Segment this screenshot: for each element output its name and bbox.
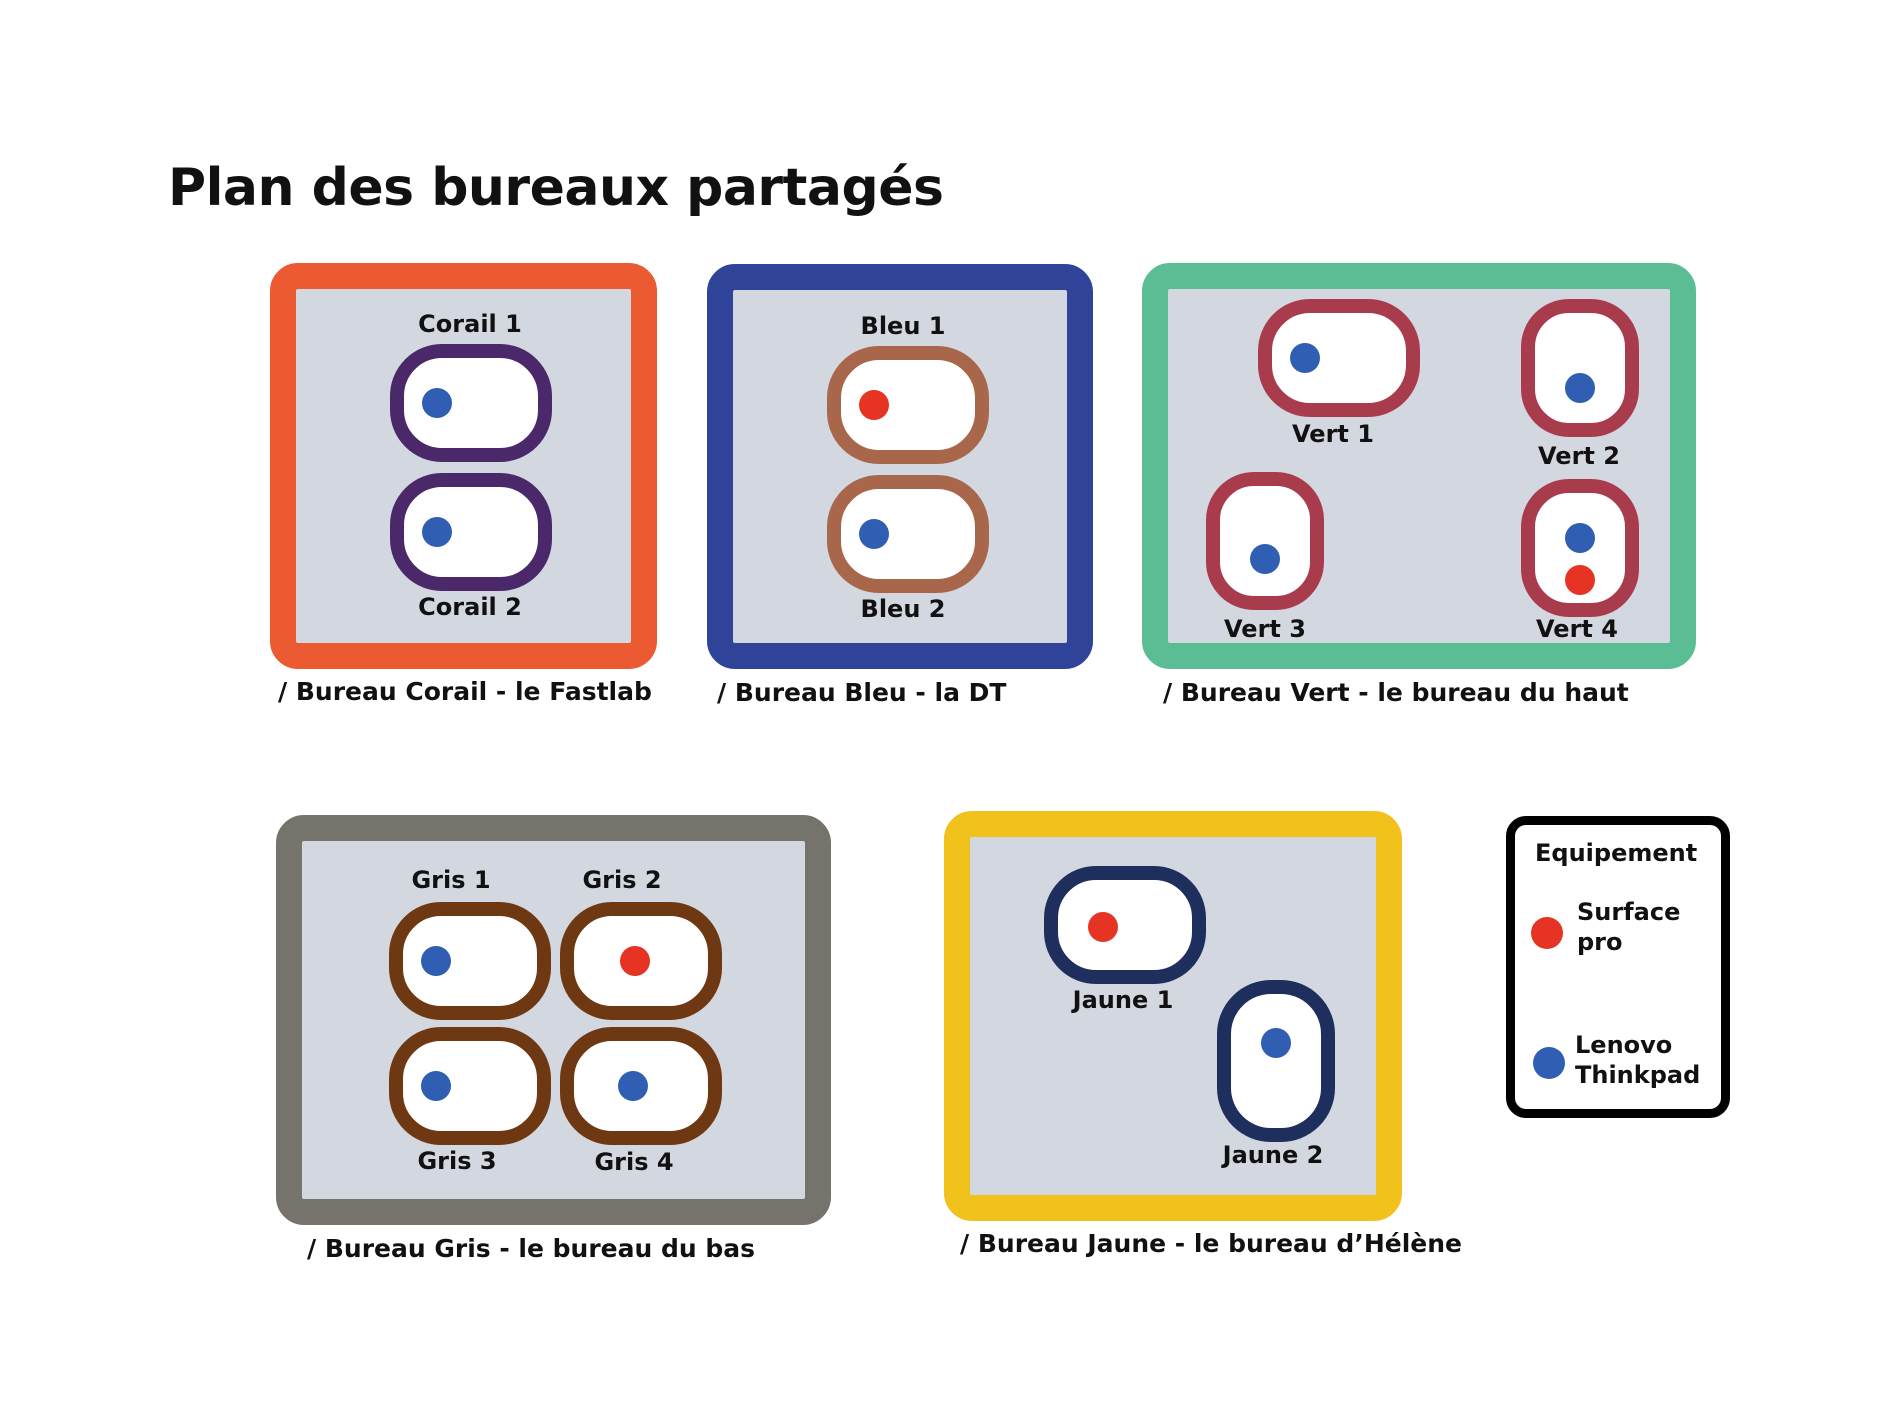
room-caption-jaune: / Bureau Jaune - le bureau d’Hélène [960, 1229, 1462, 1258]
desk-gris-4[interactable] [560, 1027, 722, 1145]
lenovo-thinkpad-dot [1565, 373, 1595, 403]
desk-label-gris-2: Gris 2 [582, 866, 662, 894]
legend-label-surface-pro: Surface pro [1577, 898, 1681, 956]
lenovo-thinkpad-dot [1250, 544, 1280, 574]
lenovo-thinkpad-dot [422, 388, 452, 418]
lenovo-thinkpad-dot [1290, 343, 1320, 373]
desk-vert-4[interactable] [1521, 479, 1639, 617]
room-corail [270, 263, 657, 669]
desk-jaune-1[interactable] [1044, 866, 1206, 984]
desk-corail-2[interactable] [390, 473, 552, 591]
lenovo-thinkpad-legend-dot [1533, 1047, 1565, 1079]
surface-pro-legend-dot [1531, 917, 1563, 949]
desk-vert-3[interactable] [1206, 472, 1324, 610]
surface-pro-dot [1565, 565, 1595, 595]
desk-label-corail-2: Corail 2 [418, 593, 522, 621]
desk-label-corail-1: Corail 1 [418, 310, 522, 338]
desk-label-vert-4: Vert 4 [1536, 615, 1618, 643]
desk-label-vert-1: Vert 1 [1292, 420, 1374, 448]
desk-vert-2[interactable] [1521, 299, 1639, 437]
desk-label-jaune-2: Jaune 2 [1222, 1141, 1324, 1169]
desk-label-gris-4: Gris 4 [594, 1148, 674, 1176]
room-caption-corail: / Bureau Corail - le Fastlab [278, 677, 652, 706]
desk-gris-3[interactable] [389, 1027, 551, 1145]
desk-label-bleu-1: Bleu 1 [860, 312, 946, 340]
equipment-legend: Equipement Surface pro Lenovo Thinkpad [1506, 816, 1730, 1118]
legend-title: Equipement [1535, 839, 1698, 867]
desk-label-gris-3: Gris 3 [417, 1147, 497, 1175]
desk-label-vert-2: Vert 2 [1538, 442, 1620, 470]
desk-bleu-1[interactable] [827, 346, 989, 464]
room-gris [276, 815, 831, 1225]
desk-corail-1[interactable] [390, 344, 552, 462]
desk-label-bleu-2: Bleu 2 [860, 595, 946, 623]
desk-bleu-2[interactable] [827, 475, 989, 593]
surface-pro-dot [1088, 912, 1118, 942]
lenovo-thinkpad-dot [618, 1071, 648, 1101]
surface-pro-dot [859, 390, 889, 420]
lenovo-thinkpad-dot [421, 1071, 451, 1101]
lenovo-thinkpad-dot [421, 946, 451, 976]
desk-jaune-2[interactable] [1217, 980, 1335, 1142]
desk-label-jaune-1: Jaune 1 [1072, 986, 1174, 1014]
desk-gris-2[interactable] [560, 902, 722, 1020]
room-caption-bleu: / Bureau Bleu - la DT [717, 678, 1007, 707]
lenovo-thinkpad-dot [859, 519, 889, 549]
room-bleu [707, 264, 1093, 669]
lenovo-thinkpad-dot [422, 517, 452, 547]
page-title: Plan des bureaux partagés [168, 158, 944, 218]
desk-vert-1[interactable] [1258, 299, 1420, 417]
desk-label-gris-1: Gris 1 [411, 866, 491, 894]
desk-label-vert-3: Vert 3 [1224, 615, 1306, 643]
legend-label-lenovo-thinkpad: Lenovo Thinkpad [1575, 1031, 1701, 1089]
room-caption-gris: / Bureau Gris - le bureau du bas [307, 1234, 756, 1263]
surface-pro-dot [620, 946, 650, 976]
lenovo-thinkpad-dot [1261, 1028, 1291, 1058]
desk-gris-1[interactable] [389, 902, 551, 1020]
room-caption-vert: / Bureau Vert - le bureau du haut [1163, 678, 1629, 707]
lenovo-thinkpad-dot [1565, 523, 1595, 553]
